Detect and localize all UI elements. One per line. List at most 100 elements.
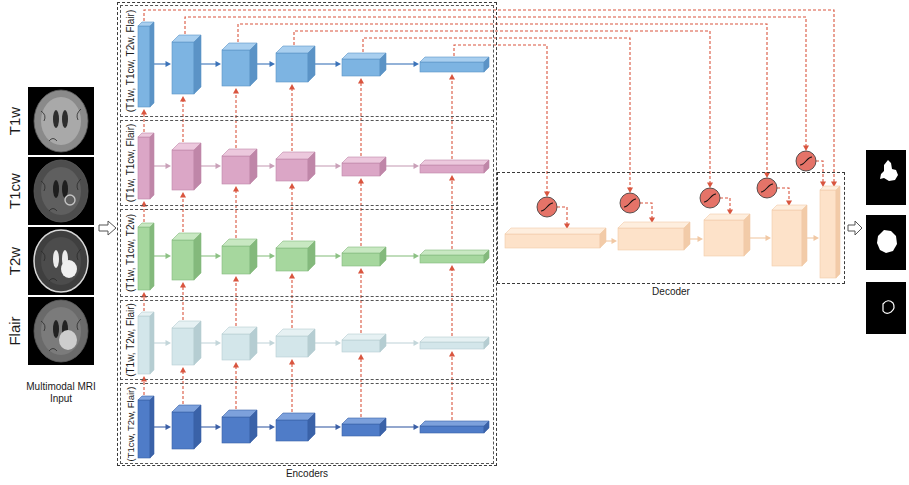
connector-line [313,426,337,427]
mri-background [28,227,94,295]
sigmoid-gate [620,193,640,213]
flow-arrow [255,253,276,259]
arrow-head [289,183,295,189]
modality-name: Flair [7,316,23,345]
block-front [222,156,250,184]
feature-block [342,418,386,436]
modality-label: (T1cw, T2w, Flair) [125,386,136,461]
flow-arrow [384,424,419,430]
mask-region [880,160,898,181]
mask-region [877,230,897,253]
block-top [342,53,386,59]
feature-block [222,239,257,274]
brain-outline [34,300,88,362]
fusion-arrow [289,183,295,240]
ventricle [53,110,59,128]
feature-block [138,312,154,374]
decoder-flow-arrow [748,235,771,241]
feature-block [342,53,386,76]
arrow-head [180,367,186,373]
connector-line [451,78,452,159]
block-front [138,400,150,458]
block-side [380,157,386,176]
connector-line [384,63,415,64]
fusion-arrow [449,175,455,249]
fusion-arrow [180,96,186,142]
block-side [380,334,386,352]
feature-block [342,334,386,352]
block-top [505,228,606,234]
block-side [308,329,315,357]
decoder-block [704,214,750,256]
encoder-box: (T1w, T1cw, T2w, Flair) [120,5,494,117]
input-caption: Multimodal MRI Input [18,381,104,405]
block-top [420,337,489,342]
sigmoid-curve [800,157,812,165]
feature-block [172,321,201,365]
arrow-head [336,340,342,346]
ventricle [53,320,59,338]
block-top [772,205,807,210]
brain-matter [41,307,81,355]
arrow-head [814,235,820,241]
skip-connection [185,17,809,151]
arrow-head [141,109,147,115]
block-side [194,143,201,190]
block-side [380,418,386,436]
block-side [484,160,489,173]
block-front [222,50,250,86]
gate-arrow [816,161,826,187]
arrow-head [766,235,772,241]
connector-line [291,277,292,328]
block-side [250,43,257,86]
arrow-head [414,424,420,430]
block-top [420,250,489,255]
arrow-head [233,88,239,94]
block-side [194,35,201,94]
block-top [618,222,690,228]
fusion-arrow [180,282,186,320]
block-side [380,247,386,266]
arrow-head [358,178,364,184]
block-side [150,22,154,107]
flow-arrow [255,340,276,346]
block-front [222,417,250,443]
gate-arrow [640,203,655,223]
block-front [276,336,308,357]
input-arrow [99,221,116,235]
feature-block [222,410,257,443]
ventricle [53,250,59,268]
block-side [250,239,257,274]
flow-arrow [384,163,419,169]
arrow-head [449,175,455,181]
connector-line [451,355,452,420]
flow-arrow [199,163,222,169]
fusion-arrow [180,367,186,404]
mri-slice [28,227,94,295]
feature-block [420,160,489,173]
block-front [138,26,150,107]
arrow-head [449,74,455,80]
arrow-head [166,424,172,430]
lesion [65,195,75,205]
connector-line [291,187,292,240]
decoder-block [772,205,807,266]
connector-line [384,255,415,256]
block-front [172,412,194,449]
arrow-head [141,376,147,382]
connector-line [153,255,167,256]
block-side [308,152,315,181]
arrow-head [270,340,276,346]
flow-arrow [153,340,171,346]
block-side [600,228,606,248]
block-front [505,234,600,248]
flow-arrow [199,253,222,259]
block-front [172,328,194,365]
arrow-head [358,78,364,84]
block-side [308,413,315,441]
fusion-arrow [289,84,295,151]
connector-line [185,17,806,147]
connector-line [748,237,767,238]
arrow-head [289,359,295,365]
feature-block [222,43,257,86]
